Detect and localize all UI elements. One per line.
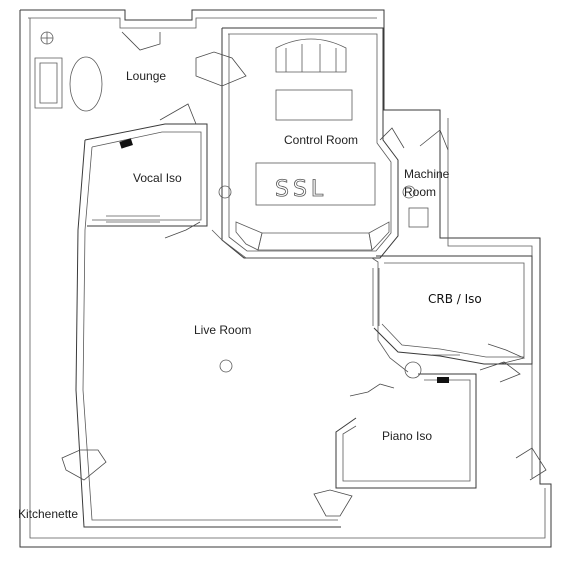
room-label-crb-iso: CRB / Iso	[428, 292, 482, 306]
lounge-furniture	[34, 31, 103, 112]
machine-room-rack	[408, 207, 429, 228]
crb-iso-walls	[373, 255, 533, 365]
room-label-machine-room-line2: Room	[404, 185, 436, 199]
live-room-walls	[75, 139, 409, 528]
room-label-machine-room-line1: Machine	[404, 167, 450, 181]
vocal-iso-walls	[84, 123, 208, 227]
room-label-kitchenette: Kitchenette	[18, 507, 78, 521]
room-label-live-room: Live Room	[194, 323, 251, 337]
piano-iso-walls	[335, 373, 477, 489]
outer-walls	[19, 9, 552, 548]
control-room-walls: SSL	[221, 27, 399, 259]
console-brand-label: SSL	[275, 177, 327, 202]
doors	[61, 31, 547, 517]
room-label-lounge: Lounge	[126, 69, 166, 83]
room-label-control-room: Control Room	[284, 133, 358, 147]
room-label-piano-iso: Piano Iso	[382, 429, 432, 443]
columns	[218, 185, 422, 379]
room-label-vocal-iso: Vocal Iso	[133, 171, 182, 185]
